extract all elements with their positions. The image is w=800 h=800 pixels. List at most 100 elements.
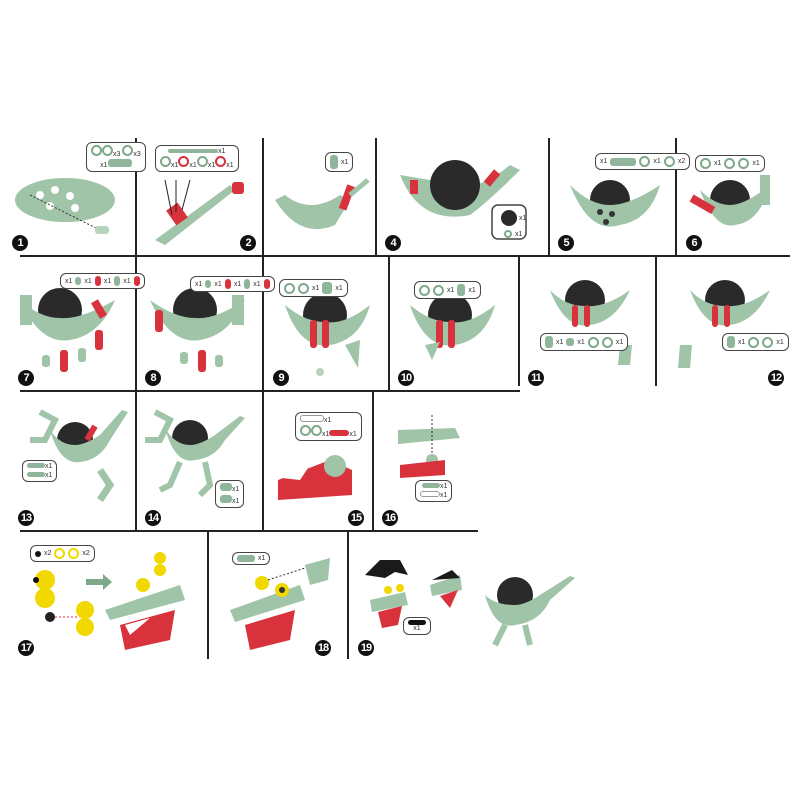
step-number-19: 19 [358,640,374,656]
ring-part-icon [504,230,512,238]
step-number-1: 1 [12,235,28,251]
ring-part-icon [311,425,322,436]
part-icon [114,276,121,286]
step-2-illustration [155,179,244,245]
part-row: x1 [300,415,331,424]
part-icon [205,280,212,288]
divider [655,256,657,386]
part-icon [168,149,219,153]
qty-label: x3 [133,151,141,158]
divider [262,256,264,390]
ring-part-icon [160,156,171,167]
qty-label: x1 [214,280,222,288]
step-19-illustration [365,560,575,647]
qty-label: x1 [440,492,448,499]
divider [388,256,390,390]
part-icon [107,159,132,167]
qty-label: x1 [84,277,92,285]
step-number-9: 9 [273,370,289,386]
qty-label: x1 [349,431,357,438]
step-number-13: 13 [18,510,34,526]
step-10-illustration [410,293,495,360]
qty-label: x1 [519,215,527,222]
part-icon [263,279,270,289]
step-7-illustration [20,288,115,372]
qty-label: x1 [600,158,608,165]
qty-label: x1 [341,158,349,166]
qty-label: x1 [515,230,523,238]
step-3-illustration [275,178,370,230]
ring-part-icon [724,158,736,169]
part-icon [300,415,324,422]
ring-part-icon [601,336,613,348]
ring-part-icon [762,336,774,348]
qty-label: x1 [258,555,266,562]
step-4-illustration [400,160,527,240]
step-13-illustration [30,409,128,502]
divider [262,391,264,530]
ring-part-icon [738,158,750,169]
qty-label: x1 [653,158,661,165]
part-row: x1 [422,483,447,490]
qty-label: x3 [113,151,121,158]
ring-part-icon [284,282,295,294]
step-number-8: 8 [145,370,161,386]
step-number-10: 10 [398,370,414,386]
ring-part-icon [419,284,430,296]
part-icon [727,336,735,348]
qty-label: x1 [232,498,240,505]
part-icon [27,463,45,468]
step-number-2: 2 [240,235,256,251]
ring-part-icon [102,145,113,156]
part-icon [224,279,231,289]
part-icon [610,157,637,166]
step-number-7: 7 [18,370,34,386]
part-row: x1 [27,463,52,470]
qty-label: x1 [65,277,73,285]
qty-label: x1 [714,160,722,167]
part-icon [133,276,140,286]
part-icon [75,277,82,285]
part-row: x1 [168,148,226,155]
part-icon [27,472,45,477]
part-icon [322,282,333,294]
step-17-illustration [33,552,185,650]
qty-label: x1 [447,286,455,294]
step-5-illustration [570,180,660,227]
qty-label: x1 [413,625,421,632]
parts-callout-step-1: x3 x3 x1 [86,142,146,172]
qty-label: x2 [82,550,90,557]
part-row: x1 [420,491,447,499]
qty-label: x1 [776,338,784,346]
ring-part-icon [122,145,134,156]
ring-part-icon [748,336,760,348]
part-row: x1 [100,159,132,169]
divider [548,138,550,255]
qty-label: x1 [189,162,197,169]
parts-callout-step-3: x1 [325,152,354,172]
divider [20,255,790,257]
ring-part-icon [663,156,675,167]
ring-part-icon [215,156,227,167]
divider [135,138,137,255]
qty-label: x1 [468,286,476,294]
qty-label: x1 [738,338,746,346]
qty-label: x1 [171,162,179,169]
part-icon [408,620,426,625]
part-icon [220,483,232,491]
ring-part-icon [700,158,711,169]
divider [20,390,520,392]
divider [518,256,520,386]
qty-label: x1 [312,284,320,292]
step-number-15: 15 [348,510,364,526]
